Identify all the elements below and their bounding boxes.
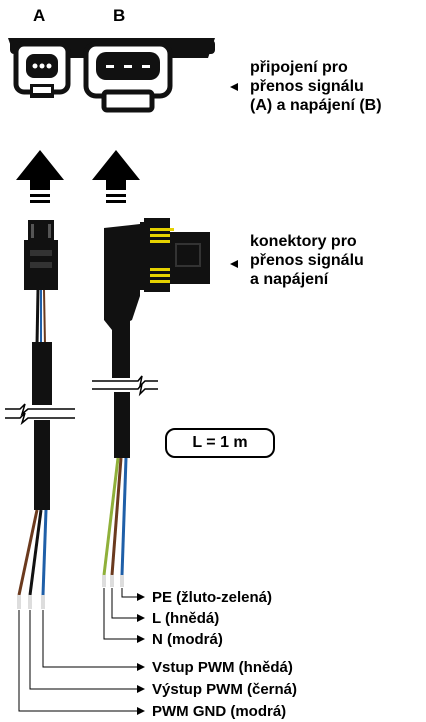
callout-pointer-connection	[230, 83, 238, 91]
leaders-a	[18, 610, 138, 712]
wire-label-pwm-out: Výstup PWM (černá)	[152, 681, 298, 698]
leaders-b	[103, 588, 138, 640]
callout-connectors-line1: konektory pro	[250, 233, 357, 250]
callout-connectors-line3: a napájení	[250, 271, 329, 288]
cut-mark-a	[0, 403, 76, 426]
cut-mark-b	[88, 375, 158, 397]
cable-length-label: L = 1 m	[165, 428, 275, 458]
callout-pointer-connectors	[230, 260, 238, 268]
leader-arrows-a	[137, 663, 145, 715]
wire-label-pe: PE (žluto-zelená)	[152, 589, 273, 606]
cable-b	[102, 218, 210, 587]
insert-arrow-a	[16, 150, 64, 203]
callout-connection-line2: přenos signálu	[250, 78, 364, 95]
callout-connection-line1: připojení pro	[250, 59, 348, 76]
wire-label-pwm-gnd: PWM GND (modrá)	[152, 703, 287, 720]
wire-label-l: L (hnědá)	[152, 610, 220, 627]
callout-connectors-line2: přenos signálu	[250, 252, 364, 269]
wire-label-n: N (modrá)	[152, 631, 223, 648]
connector-label-a: A	[33, 6, 46, 25]
insert-arrow-b	[92, 150, 140, 203]
cable-a	[17, 220, 58, 609]
leader-arrows-b	[137, 593, 145, 643]
receptacle-housing	[8, 38, 215, 113]
callout-connection-line3: (A) a napájení (B)	[250, 97, 382, 114]
wire-label-pwm-in: Vstup PWM (hnědá)	[152, 659, 293, 676]
connector-label-b: B	[113, 6, 126, 25]
